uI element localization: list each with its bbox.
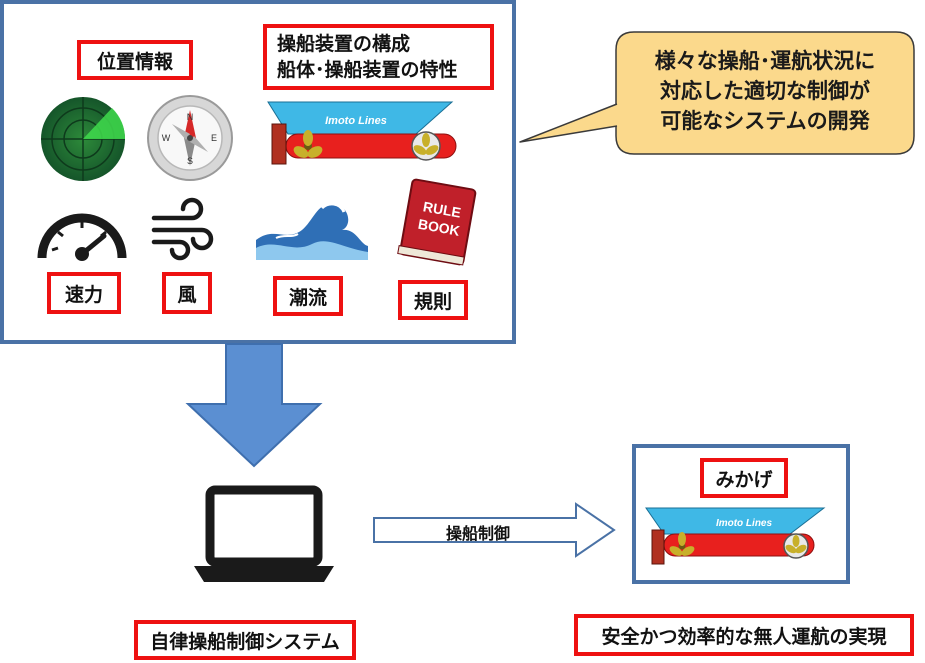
callout-line2: 対応した適切な制御が [660,79,870,103]
down-arrow [185,343,323,468]
ship-name-text-small: Imoto Lines [716,518,773,529]
label-speed: 速力 [47,272,121,314]
compass-letter-n: N [187,112,194,122]
callout-line1: 様々な操船･運航状況に [654,49,876,73]
thruster-icon-small [783,533,809,559]
propeller-icon [293,130,323,158]
callout-line3: 可能なシステムの開発 [660,109,870,133]
ship-illustration: Imoto Lines [267,101,457,165]
callout-bubble [519,31,915,155]
rule-book-title-line1: RULE [422,198,462,220]
callout-text: 様々な操船･運航状況に 対応した適切な制御が 可能なシステムの開発 [620,46,910,136]
compass-icon: N E S W [147,95,233,181]
wind-icon [151,197,214,261]
label-ship-equipment-line2: 船体･操船装置の特性 [277,59,458,81]
label-wind: 風 [162,272,212,314]
compass-letter-w: W [162,133,171,143]
rule-book-icon: RULE BOOK [397,178,477,266]
arrow-label-ship-control: 操船制御 [446,524,511,543]
propeller-icon-small [669,532,695,556]
label-ship-equipment: 操船装置の構成 船体･操船装置の特性 [263,24,494,90]
radar-icon [41,97,126,181]
label-mikage: みかげ [700,458,788,498]
ship-illustration-small: Imoto Lines [645,507,826,565]
laptop-icon [194,485,334,582]
compass-letter-e: E [211,133,217,143]
compass-letter-s: S [187,156,193,166]
right-arrow [373,502,616,558]
thruster-icon [411,131,441,161]
label-goal: 安全かつ効率的な無人運航の実現 [574,614,914,656]
label-position-info: 位置情報 [77,40,193,80]
label-tide: 潮流 [273,276,343,316]
label-rules: 規則 [398,280,468,320]
rule-book-title-line2: BOOK [417,216,461,239]
speedometer-icon [37,213,127,261]
wave-icon [256,202,368,260]
label-ship-equipment-line1: 操船装置の構成 [277,33,411,55]
ship-name-text: Imoto Lines [325,115,387,127]
label-autonomous-system: 自律操船制御システム [134,620,356,660]
